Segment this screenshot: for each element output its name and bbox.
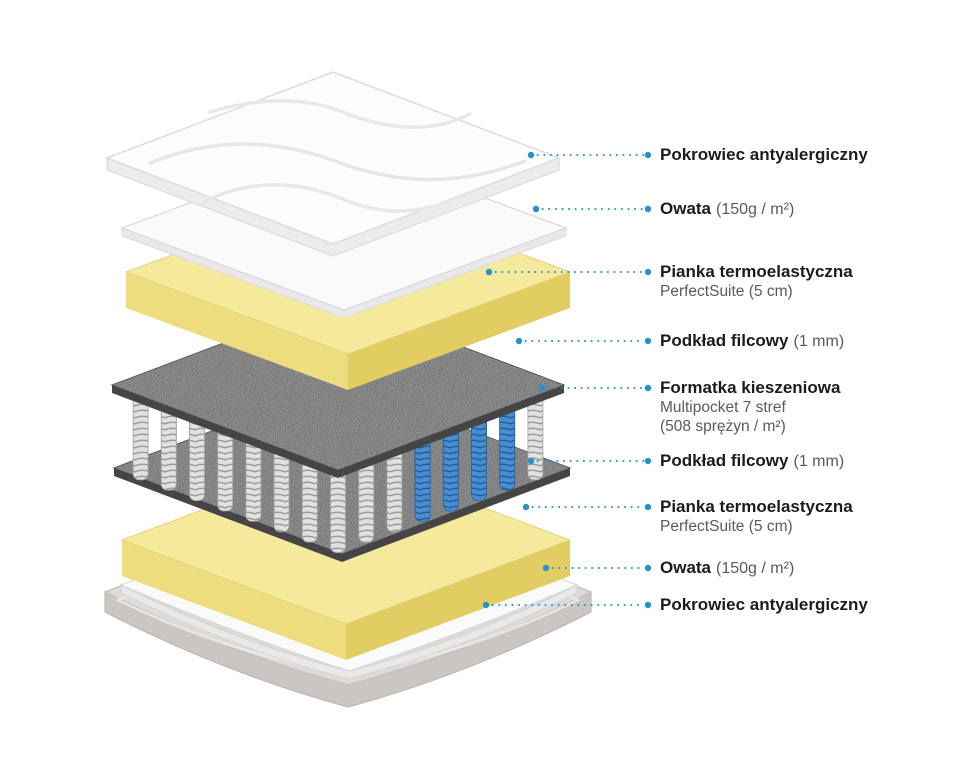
label-title: Pokrowiec antyalergiczny: [660, 145, 868, 164]
label-title: Formatka kieszeniowa: [660, 378, 841, 397]
label-title: Pokrowiec antyalergiczny: [660, 595, 868, 614]
label-title: Podkład filcowy: [660, 451, 789, 470]
label-top-felt: Podkład filcowy(1 mm): [660, 331, 844, 352]
connector-9: [482, 601, 652, 609]
quilt-wave: [208, 98, 472, 129]
label-title: Pianka termoelastyczna: [660, 497, 853, 516]
label-top-foam: Pianka termoelastyczna PerfectSuite (5 c…: [660, 262, 853, 301]
label-top-wadding: Owata(150g / m²): [660, 199, 794, 220]
label-pocket-springs: Formatka kieszeniowa Multipocket 7 stref…: [660, 378, 840, 436]
connector-4: [515, 337, 652, 345]
connector-1: [527, 151, 652, 159]
connector-3: [485, 268, 652, 276]
label-top-cover: Pokrowiec antyalergiczny: [660, 145, 868, 165]
bottom-foam-left-face: [122, 540, 346, 660]
top-foam-right-face: [348, 272, 570, 390]
label-bottom-wadding: Owata(150g / m²): [660, 558, 794, 579]
bottom-wadding-side: [120, 584, 578, 680]
layer-top-cover: [104, 71, 562, 257]
connector-lines: [482, 151, 652, 609]
connector-5: [538, 384, 652, 392]
bottom-foam-right-face: [346, 540, 570, 660]
label-bottom-felt: Podkład filcowy(1 mm): [660, 451, 844, 472]
label-detail: (1 mm): [793, 333, 845, 350]
top-foam-left-face: [126, 272, 348, 390]
label-bottom-foam: Pianka termoelastyczna PerfectSuite (5 c…: [660, 497, 853, 536]
label-subline: Multipocket 7 stref: [660, 399, 786, 416]
label-subline: PerfectSuite (5 cm): [660, 283, 793, 300]
label-subline: (508 sprężyn / m²): [660, 418, 786, 435]
label-title: Owata: [660, 558, 712, 577]
label-detail: (150g / m²): [716, 201, 795, 218]
connector-8: [542, 564, 652, 572]
label-detail: (1 mm): [793, 453, 845, 470]
connector-6: [527, 457, 652, 465]
label-title: Owata: [660, 199, 712, 218]
label-subline: PerfectSuite (5 cm): [660, 518, 793, 535]
label-bottom-cover: Pokrowiec antyalergiczny: [660, 595, 868, 615]
label-title: Podkład filcowy: [660, 331, 789, 350]
connector-7: [522, 503, 652, 511]
label-title: Pianka termoelastyczna: [660, 262, 853, 281]
quilt-wave: [148, 142, 527, 182]
connector-2: [532, 205, 652, 213]
label-detail: (150g / m²): [716, 560, 795, 577]
quilt-wave: [203, 183, 464, 213]
